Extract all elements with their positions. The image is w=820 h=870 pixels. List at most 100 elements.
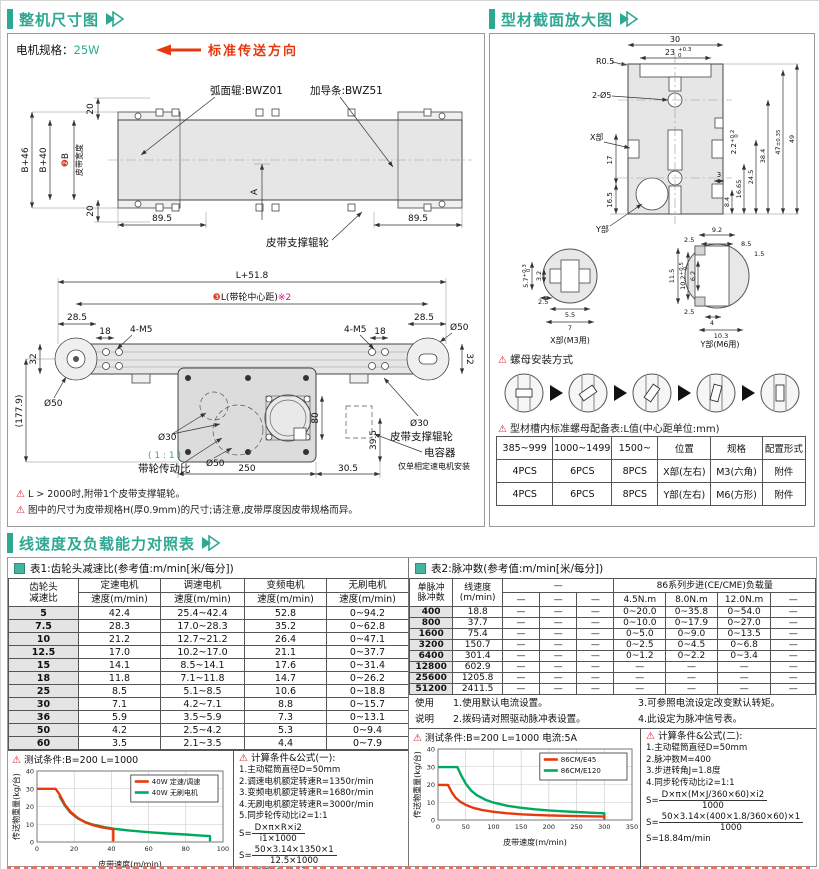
- dim-label: 3.2: [535, 271, 543, 281]
- dim-label: 38.4: [759, 149, 767, 163]
- dim-label: L+51.8: [236, 271, 269, 281]
- accent-bar: [489, 9, 495, 29]
- svg-text:20: 20: [70, 845, 78, 853]
- dim-label: 39.5: [369, 430, 379, 450]
- dim-label: 4: [710, 319, 714, 327]
- dim-label: 6.2: [689, 271, 697, 281]
- dim-label: 1.5: [754, 250, 764, 258]
- usage-notes: 使用 1.使用默认电流设置。 3.可参照电流设定改变默认转矩。 说明 2.拨码请…: [415, 698, 781, 725]
- dim-label: 4-M5: [344, 325, 366, 335]
- svg-text:10: 10: [26, 821, 34, 829]
- svg-text:40: 40: [107, 845, 115, 853]
- dim-label: 24.5: [747, 170, 755, 184]
- dim-label: (177.9): [15, 395, 25, 428]
- dim-label: A: [250, 188, 260, 195]
- belt-width-label: 皮带宽度: [74, 144, 84, 176]
- table1-title: 表1:齿轮头减速比(参考值:m/min[米/每分]): [8, 558, 408, 578]
- topview-callouts: 弧面辊:BWZ01 加导条:BWZ51 皮带支撑辊轮: [140, 84, 394, 249]
- conveyor-side-view-drawing: L+51.8 ❸L(带轮中心距)※2 28.5 28.5 18 18 4-M5 …: [15, 271, 474, 478]
- overall-dim-panel: 电机规格：25W 标准传送方向: [7, 33, 485, 527]
- accent-bar: [7, 9, 13, 29]
- note-belt-thickness: 图中的尺寸为皮带规格H(厚0.9mm)的尺寸;请注意,皮带厚度因皮带规格而异。: [16, 502, 358, 516]
- x-part-detail: 5.7+0.30 3.2 2.5 5.5 7 X部(M3用): [522, 248, 598, 345]
- nut-step-icons: [504, 373, 800, 413]
- svg-text:皮带速度(m/min): 皮带速度(m/min): [98, 859, 162, 869]
- dim-label: 2.5: [684, 308, 694, 316]
- y-part-detail: 9.2 8.5 2.5 1.5 11.5 10.2+0.50 6.2 2.5 4…: [668, 226, 764, 349]
- profile-cross-section-drawing: 30 23 +0.3 0 R0.5 2-Ø5 X部 Y部 17 16.5 2.2…: [522, 35, 800, 349]
- section-header-speed: 线速度及负载能力对照表: [7, 531, 815, 555]
- roller-label: 弧面辊:BWZ01: [210, 84, 283, 97]
- dim-label: 20: [86, 205, 96, 217]
- table-subheader-row: 速度(m/min) 速度(m/min) 速度(m/min) 速度(m/min): [9, 592, 409, 607]
- svg-text:60: 60: [144, 845, 152, 853]
- dim-label: 28.5: [414, 313, 434, 323]
- test-conditions-1: 测试条件:B=200 L=1000: [12, 752, 233, 766]
- dim-label: 32: [464, 353, 474, 364]
- svg-text:40W 无刷电机: 40W 无刷电机: [152, 788, 198, 797]
- svg-text:86CM/E45: 86CM/E45: [561, 756, 597, 764]
- svg-text:100: 100: [487, 823, 499, 831]
- svg-text:150: 150: [515, 823, 527, 831]
- svg-text:40: 40: [427, 746, 435, 754]
- ratio-value: ( 1 : 1 ): [148, 451, 181, 461]
- dim-label: 5.7+0.30: [522, 264, 532, 288]
- support-roller-label: 皮带支撑辊轮: [266, 236, 329, 249]
- left-arrow-icon: [156, 44, 201, 55]
- profile-body: [618, 54, 732, 224]
- motor-spec-value: 25W: [73, 43, 100, 57]
- dim-label: 10.2+0.50: [679, 262, 689, 290]
- side-body: [54, 337, 450, 463]
- chevron-right-icon: [106, 11, 125, 27]
- svg-text:40: 40: [26, 768, 34, 776]
- dim-label: 17: [606, 156, 614, 165]
- svg-text:30: 30: [26, 785, 34, 793]
- profile-dimensions: 30 23 +0.3 0 R0.5 2-Ø5 X部 Y部 17 16.5 2.2…: [590, 35, 800, 234]
- dim-label: B+40: [39, 147, 49, 172]
- dim-label: 2.2+0.20: [730, 130, 740, 155]
- svg-text:20: 20: [26, 803, 34, 811]
- motor-spec: 电机规格：25W: [16, 42, 100, 58]
- section-header-overall: 整机尺寸图: [7, 7, 485, 31]
- dim-label: 16.5: [606, 192, 614, 208]
- sideview-callouts: Ø30 皮带支撑辊轮 电容器 仅单相定速电机安装 ( 1 : 1 ) 带轮传动比…: [138, 377, 470, 475]
- chevron-right-icon: [202, 535, 221, 551]
- speed-load-panel: 表1:齿轮头减速比(参考值:m/min[米/每分]) 齿轮头减速比 定速电机 调…: [7, 557, 817, 870]
- x-part-label: X部: [590, 132, 603, 142]
- test-conditions-2: 测试条件:B=200 L=1000 电流:5A: [413, 730, 640, 744]
- dim-label: 11.5: [668, 269, 676, 283]
- dim-label: 18: [374, 327, 386, 337]
- table2-half: 表2:脉冲数(参考值:m/min[米/每分]) 单脉冲脉冲数 线速度(m/min…: [408, 558, 816, 869]
- dim-label: 89.5: [152, 214, 172, 224]
- dim-label: 30.5: [338, 464, 358, 474]
- svg-text:300: 300: [598, 823, 610, 831]
- chart2-cell: 测试条件:B=200 L=1000 电流:5A 0501001502002503…: [409, 729, 640, 869]
- table-header-row: 385~999 1000~1499 1500~ 位置 规格 配置形式: [495, 436, 807, 460]
- table-header-row: 单脉冲脉冲数 线速度(m/min) — 86系列步进(CE/CME)负载量: [408, 578, 816, 607]
- support-roller-label: 皮带支撑辊轮: [390, 430, 453, 443]
- square-bullet-icon: [14, 562, 25, 574]
- svg-text:250: 250: [570, 823, 582, 831]
- col2-header: 线速度(m/min): [452, 578, 503, 607]
- belt-phi-label: ❷B: [61, 153, 71, 167]
- dim-label: 49: [788, 135, 796, 143]
- note-belt-support: L > 2000时,附带1个皮带支撑辊轮。: [16, 486, 185, 500]
- dim-label: 20: [86, 103, 96, 115]
- pulley-center-dim: ❸L(带轮中心距)※2: [213, 291, 291, 303]
- svg-text:0: 0: [30, 839, 34, 847]
- capacitor-note: 仅单相定速电机安装: [398, 461, 470, 471]
- dim-tol: 0: [678, 53, 682, 59]
